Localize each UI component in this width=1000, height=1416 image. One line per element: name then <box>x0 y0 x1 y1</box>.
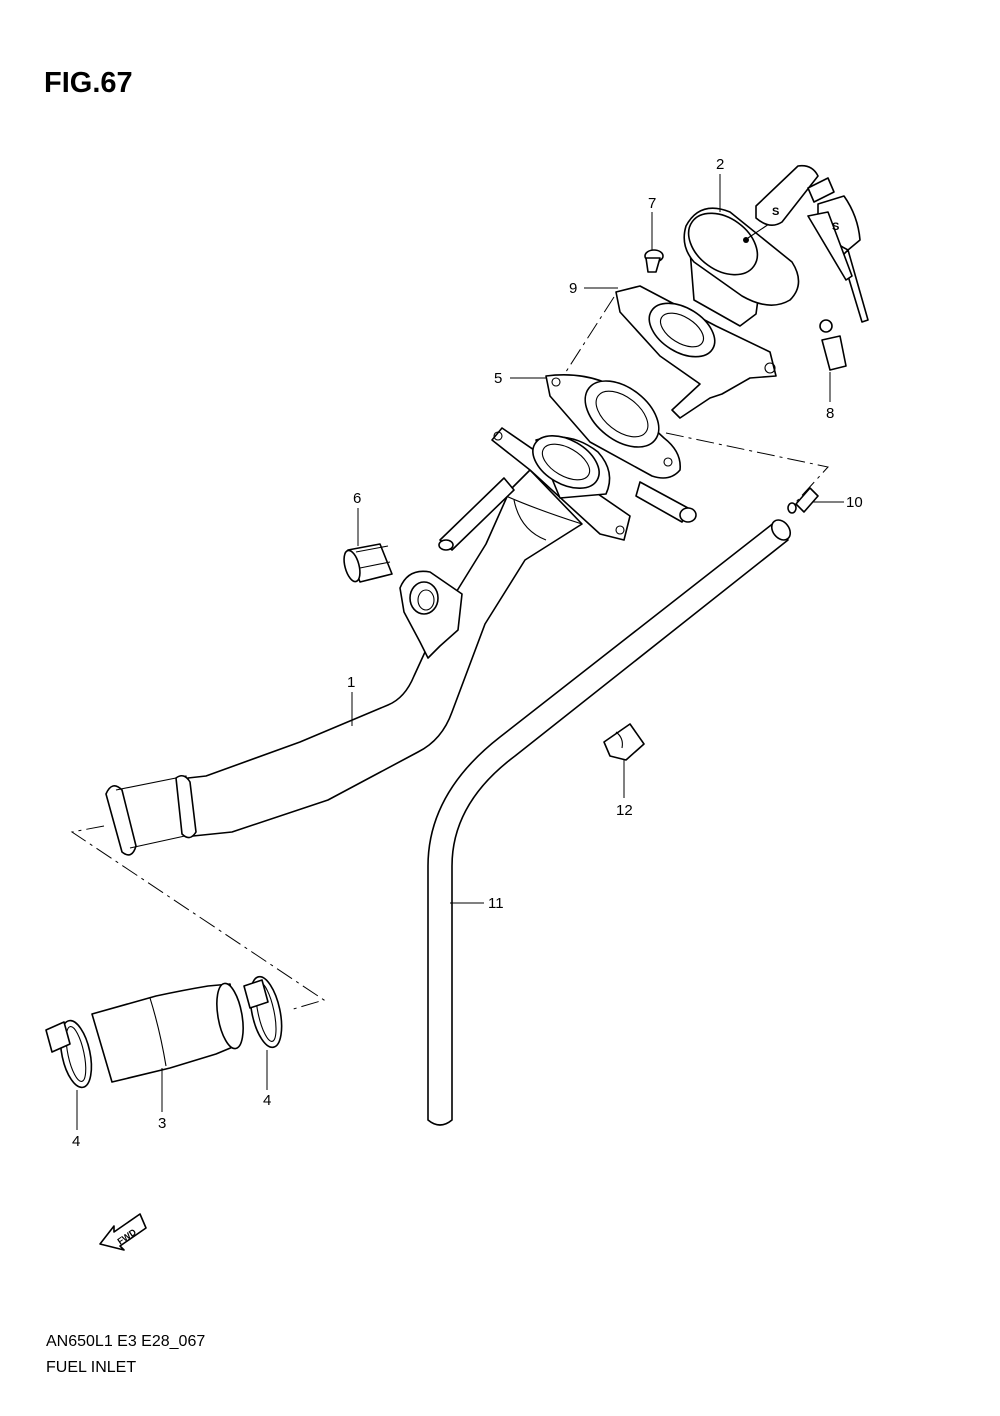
callout-5: 5 <box>494 370 502 387</box>
callout-labels: 1 2 3 4 4 5 6 7 8 9 10 11 12 <box>72 156 863 1150</box>
fwd-arrow-icon: FWD <box>99 1213 147 1251</box>
svg-text:S: S <box>772 206 779 218</box>
callout-4-left: 4 <box>72 1133 80 1150</box>
callout-6: 6 <box>353 490 361 507</box>
filler-neck <box>438 427 697 551</box>
callout-4-right: 4 <box>263 1092 271 1109</box>
clamp-left <box>45 1019 93 1089</box>
leader-lines <box>76 174 844 1130</box>
hose-clamp <box>603 723 645 761</box>
assembly-guide-lines <box>70 296 829 1011</box>
gasket <box>545 374 681 479</box>
fuel-inlet-pipe <box>105 469 583 856</box>
clip <box>787 487 819 514</box>
callout-7: 7 <box>648 195 656 212</box>
screw <box>644 249 664 273</box>
drain-hose <box>427 519 792 1126</box>
cap-bracket <box>615 285 777 419</box>
key-set: S S <box>755 164 869 323</box>
figure-title: FIG.67 <box>44 67 133 99</box>
section-name: FUEL INLET <box>46 1359 136 1376</box>
hose <box>91 982 244 1083</box>
callout-10: 10 <box>846 494 863 511</box>
callout-12: 12 <box>616 802 633 819</box>
callout-2: 2 <box>716 156 724 173</box>
callout-3: 3 <box>158 1115 166 1132</box>
clamp-right <box>243 975 283 1049</box>
callout-8: 8 <box>826 405 834 422</box>
model-code: AN650L1 E3 E28_067 <box>46 1333 205 1350</box>
svg-text:S: S <box>832 221 839 233</box>
fuel-tank-cap <box>683 207 800 327</box>
callout-9: 9 <box>569 280 577 297</box>
callout-11: 11 <box>488 895 504 912</box>
callout-1: 1 <box>347 674 355 691</box>
cushion <box>343 543 393 583</box>
cushion-bracket <box>399 570 463 659</box>
key-tag <box>819 319 847 371</box>
